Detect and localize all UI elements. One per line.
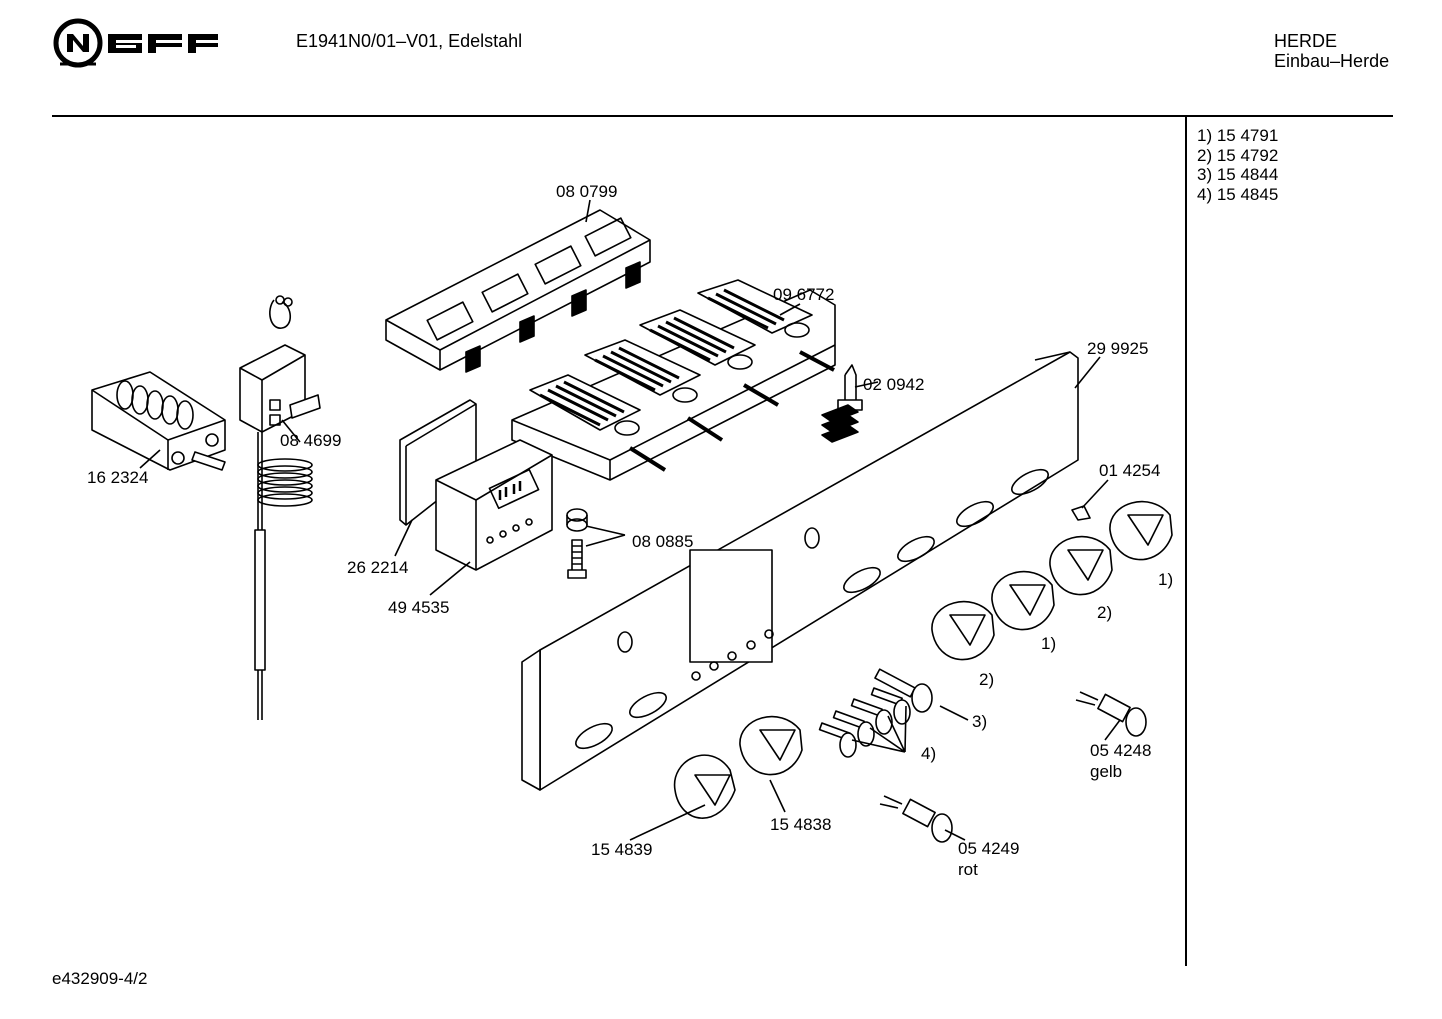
part-label: 16 2324 <box>87 468 149 487</box>
rotary-switch-part <box>91 371 226 471</box>
knob-part <box>991 570 1055 631</box>
subcategory-title: Einbau–Herde <box>1274 51 1390 71</box>
ref-marker: 2) <box>979 670 995 689</box>
part-label: 05 4249 <box>958 839 1020 858</box>
terminal-block-part <box>511 279 836 481</box>
model-title: E1941N0/01–V01, Edelstahl <box>296 31 523 51</box>
knob-part <box>739 715 803 776</box>
lamp-color-label: rot <box>958 860 978 879</box>
knob-part <box>673 754 736 819</box>
document-id: e432909-4/2 <box>52 969 148 988</box>
reference-item: 3) 15 4844 <box>1197 165 1279 184</box>
part-label: 15 4838 <box>770 815 832 834</box>
ref-marker: 1) <box>1041 634 1057 653</box>
control-panel-part <box>521 351 1079 791</box>
ref-marker: 3) <box>972 712 988 731</box>
part-label: 26 2214 <box>347 558 409 577</box>
reference-item: 4) 15 4845 <box>1197 185 1279 204</box>
part-label: 01 4254 <box>1099 461 1161 480</box>
reference-item: 1) 15 4791 <box>1197 126 1279 145</box>
part-label: 15 4839 <box>591 840 653 859</box>
reference-item: 2) 15 4792 <box>1197 146 1279 165</box>
part-label: 08 4699 <box>280 431 342 450</box>
shaft-part <box>818 668 933 758</box>
lamp-part <box>879 795 953 843</box>
neff-logo <box>53 18 218 68</box>
part-label: 08 0885 <box>632 532 694 551</box>
knob-part <box>1109 500 1173 561</box>
part-label: 08 0799 <box>556 182 618 201</box>
cover-tray-part <box>385 209 651 373</box>
connector-part <box>821 364 863 443</box>
ref-marker: 2) <box>1097 603 1113 622</box>
category-title: HERDE <box>1274 31 1338 51</box>
ref-marker: 1) <box>1158 570 1174 589</box>
part-label: 49 4535 <box>388 598 450 617</box>
lamp-part <box>1075 691 1147 737</box>
part-label: 09 6772 <box>773 285 835 304</box>
part-label: 29 9925 <box>1087 339 1149 358</box>
part-label: 02 0942 <box>863 375 925 394</box>
lamp-color-label: gelb <box>1090 762 1123 781</box>
screw-part <box>566 508 588 579</box>
part-label: 05 4248 <box>1090 741 1152 760</box>
knob-part <box>931 600 995 661</box>
knob-part <box>1049 535 1113 596</box>
timer-module-part <box>435 439 553 571</box>
thermostat-part <box>239 295 321 720</box>
clip-part <box>1071 505 1091 521</box>
ref-marker: 4) <box>921 744 937 763</box>
